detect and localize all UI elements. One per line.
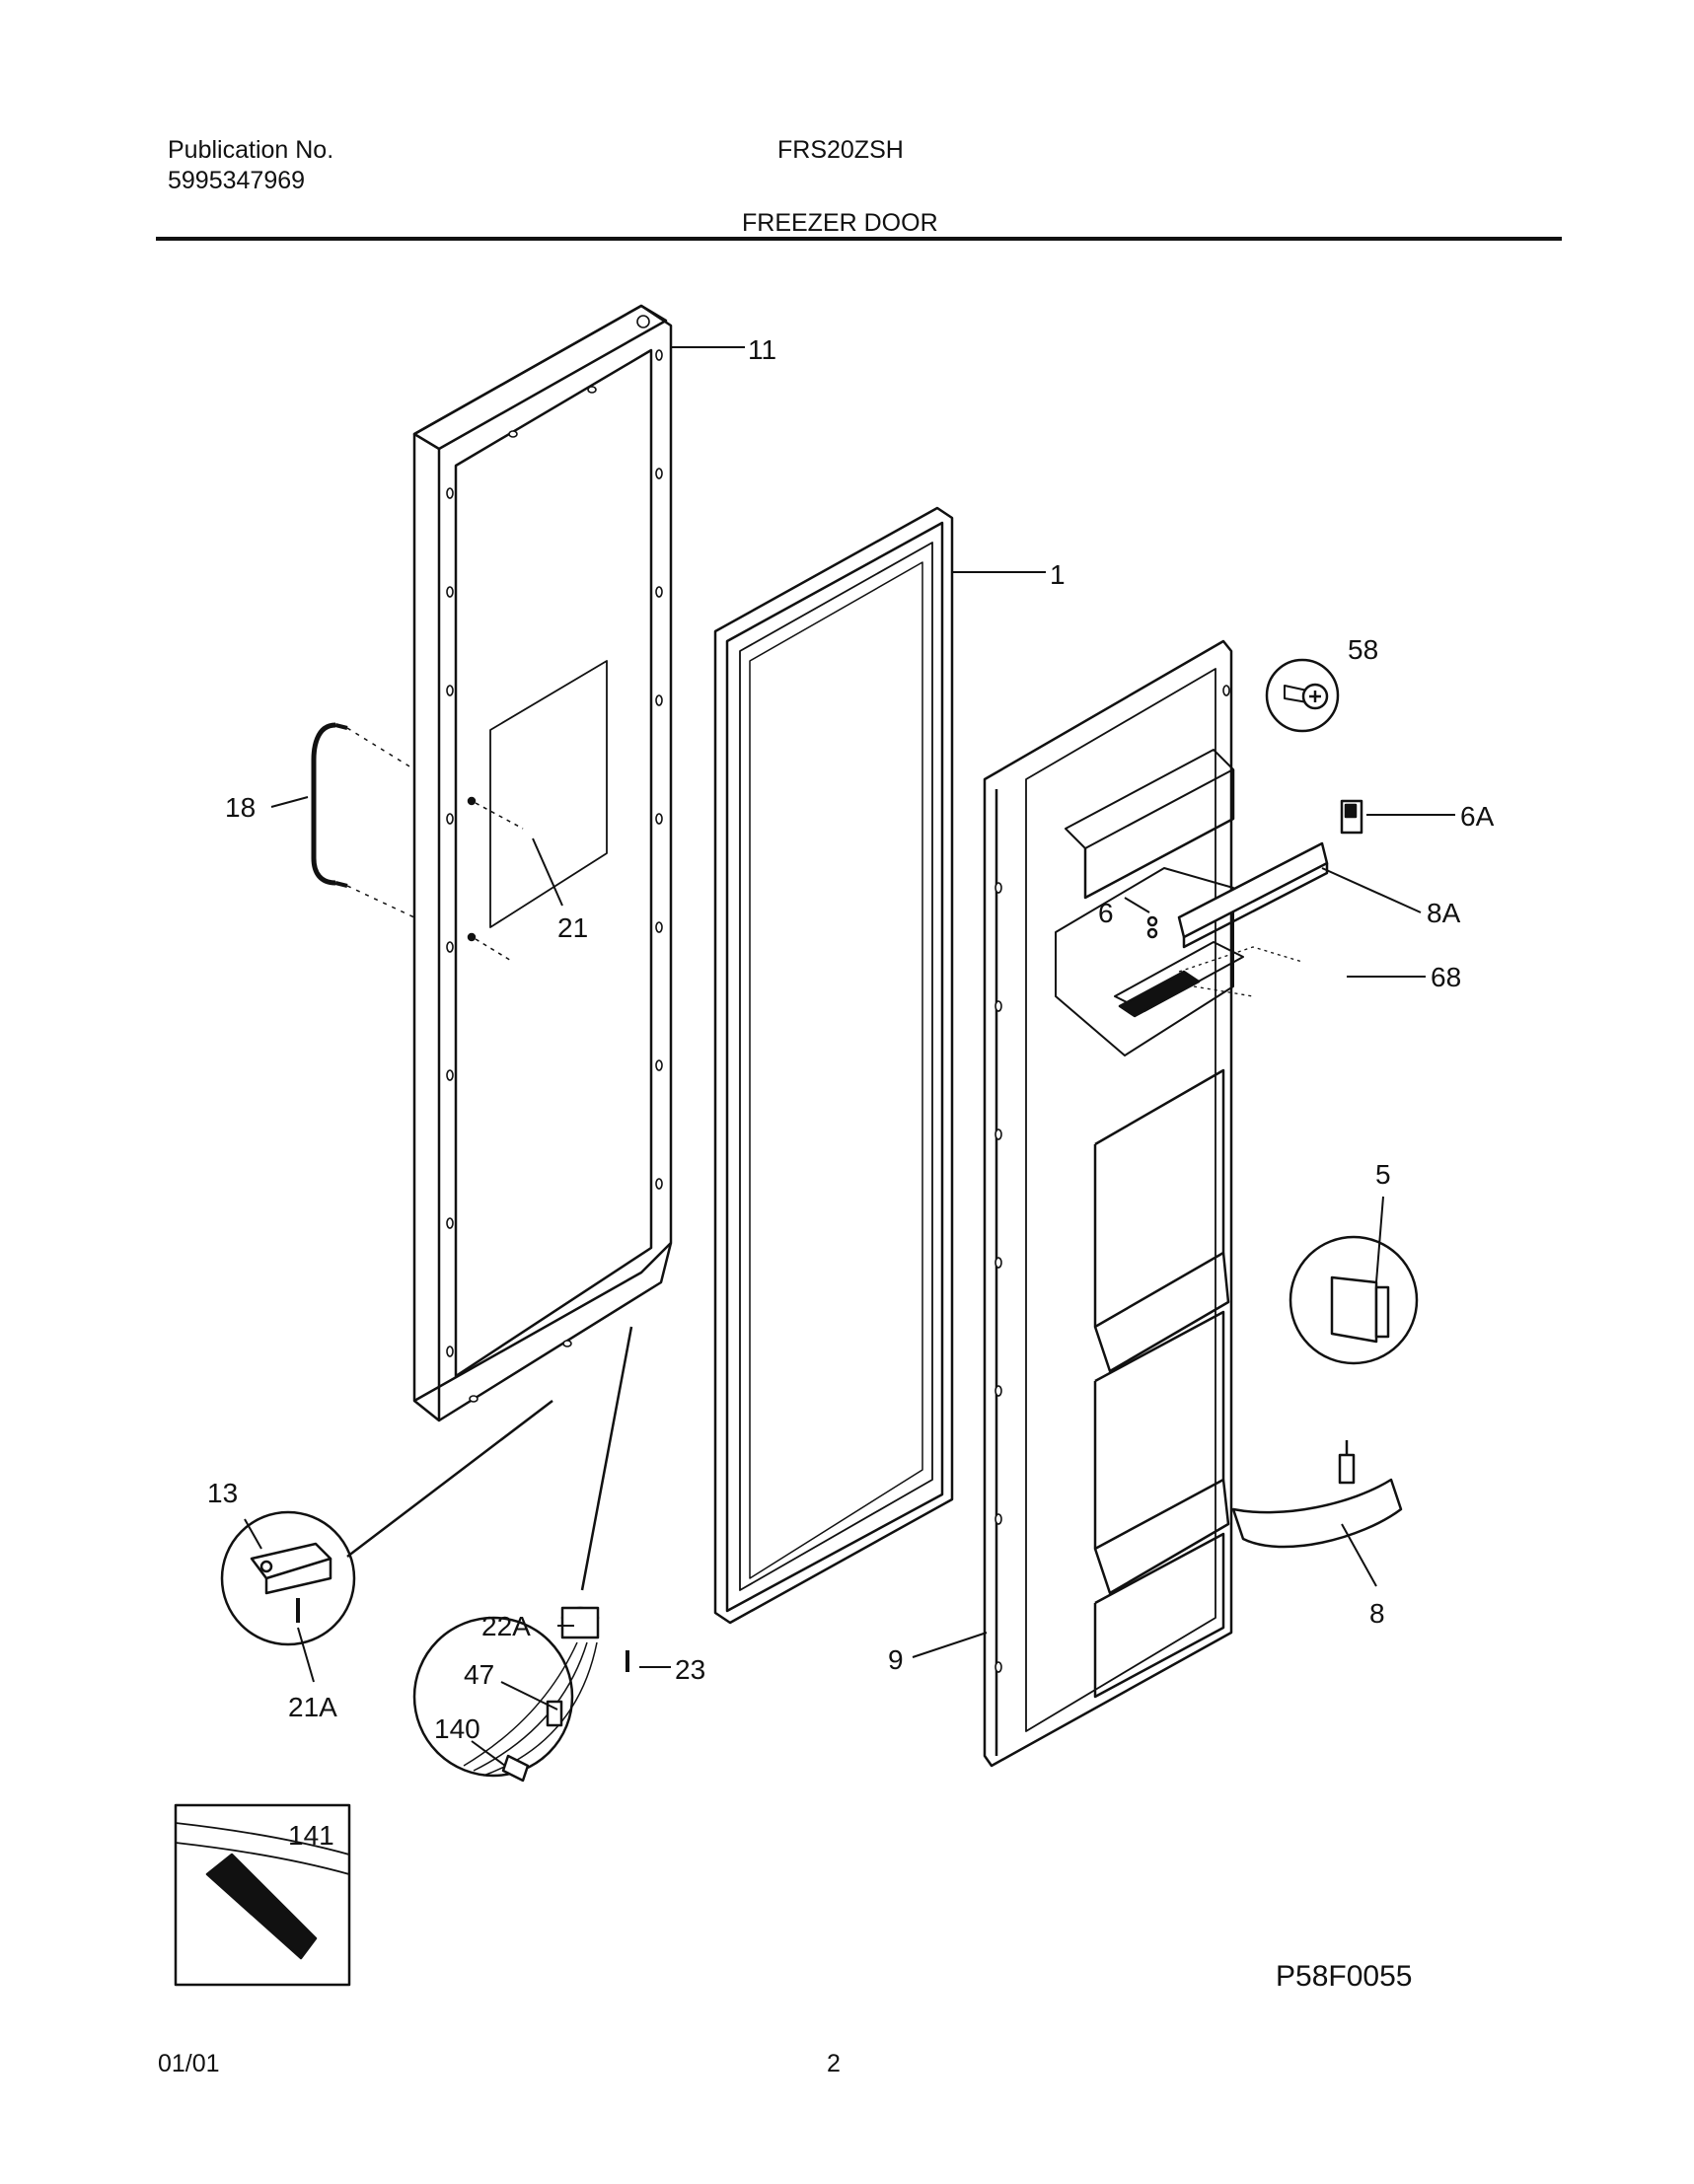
callout-23: 23 [675,1654,705,1685]
hinge-detail [220,1400,553,1646]
page-number: 2 [827,2050,841,2077]
handle-screws [467,796,524,963]
callout-6a: 6A [1460,801,1495,832]
leader-lines [244,346,1455,1767]
clip-6a [1340,799,1363,835]
callout-21a: 21A [288,1692,337,1722]
diagram-code: P58F0055 [1276,1960,1412,1993]
tool-inset [174,1803,351,1987]
cap-detail [1289,1235,1419,1365]
dispenser-insert [1178,946,1303,997]
callout-9: 9 [888,1644,904,1675]
callout-141: 141 [288,1820,334,1851]
callout-21: 21 [557,912,588,943]
inner-door-liner [983,639,1244,1768]
callout-58: 58 [1348,634,1378,665]
screw-6 [1146,915,1158,939]
outer-door-panel [412,304,673,1422]
door-handle [311,722,415,918]
footer-date: 01/01 [158,2050,220,2077]
section-title: FREEZER DOOR [742,209,938,237]
callout-6: 6 [1098,898,1114,928]
callout-1: 1 [1050,559,1066,590]
callout-47: 47 [464,1659,494,1690]
shelf-rail [1177,841,1329,949]
callout-18: 18 [225,792,256,823]
publication-number: 5995347969 [168,167,306,194]
callout-8a: 8A [1427,898,1461,928]
callout-5: 5 [1375,1159,1391,1190]
header-rule [156,237,1562,241]
bin-retainer [1231,1440,1403,1549]
model-number: FRS20ZSH [777,136,904,164]
callout-140: 140 [434,1713,480,1744]
switch-wiring-detail [412,1326,633,1783]
door-gasket [713,506,954,1625]
callout-22a: 22A [481,1611,531,1641]
callout-8: 8 [1369,1598,1385,1629]
publication-label: Publication No. [168,136,334,164]
callout-labels: 11 1 58 6A 8A 6 68 18 21 5 8 9 13 21A 22… [207,334,1495,1993]
callout-13: 13 [207,1478,238,1508]
screw-detail [1265,658,1340,733]
callout-68: 68 [1431,962,1461,992]
callout-11: 11 [748,334,776,365]
